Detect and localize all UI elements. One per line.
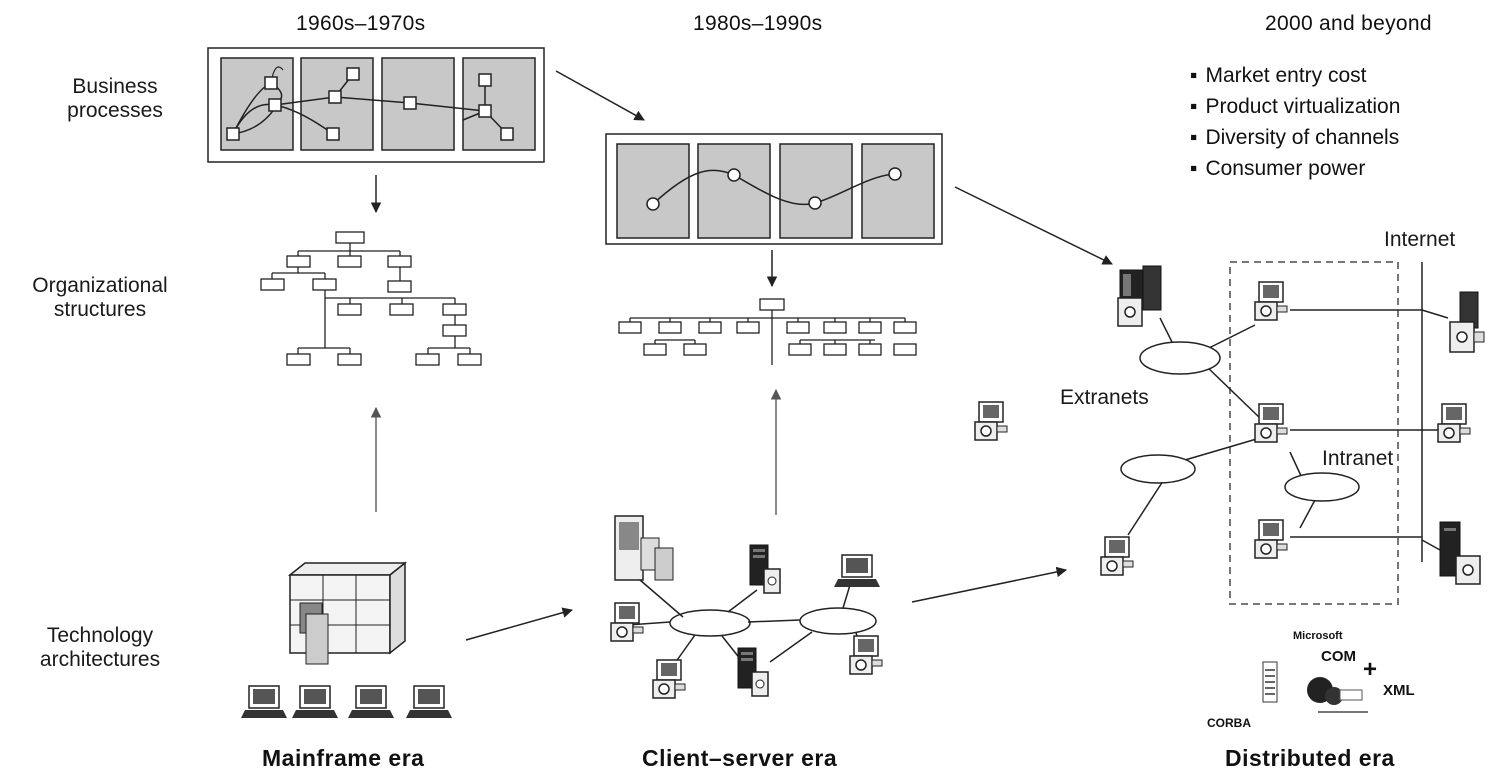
extranets-label: Extranets <box>1060 386 1149 409</box>
row-label-technology-architectures: Technology architectures <box>10 624 190 672</box>
java-logo-icon <box>1262 661 1278 703</box>
driver-item: Consumer power <box>1190 153 1400 184</box>
era-label-mainframe: Mainframe era <box>262 745 425 771</box>
business-process-panel-1980s <box>605 133 943 245</box>
row-label-line: Technology <box>46 624 154 647</box>
microsoft-label: Microsoft <box>1293 630 1343 642</box>
business-process-panel-1960s <box>207 47 545 163</box>
pc-icon <box>1254 403 1288 443</box>
arrow-client-server-to-distributed <box>911 566 1068 603</box>
row-label-organizational-structures: Organizational structures <box>0 274 200 322</box>
internet-workstation <box>1449 291 1485 353</box>
server-icon <box>749 544 781 594</box>
pc-icon <box>974 401 1008 441</box>
internet-server <box>1439 521 1481 585</box>
driver-item: Market entry cost <box>1190 60 1400 91</box>
driver-item: Diversity of channels <box>1190 122 1400 153</box>
pc-icon <box>849 635 883 675</box>
arrow-mainframe-to-client-server <box>465 607 574 641</box>
terminals <box>240 685 453 719</box>
extranet-server <box>1117 265 1162 327</box>
period-label-1960s: 1960s–1970s <box>296 12 426 35</box>
pc-icon <box>1100 536 1134 576</box>
org-chart-flat <box>618 298 917 365</box>
server-icon <box>737 647 769 697</box>
row-label-business-processes: Business processes <box>40 75 190 123</box>
plus-sign: + <box>1363 656 1378 683</box>
row-label-line: Business <box>72 75 158 98</box>
driver-item: Product virtualization <box>1190 91 1400 122</box>
client-server-network <box>627 579 877 671</box>
com-label: COM <box>1321 648 1356 665</box>
internet-label: Internet <box>1384 228 1456 251</box>
pc-icon <box>1254 281 1288 321</box>
distributed-network <box>1120 262 1449 562</box>
period-label-1980s: 1980s–1990s <box>693 12 823 35</box>
enterprise-beans-icon <box>1307 677 1368 713</box>
era-label-client-server: Client–server era <box>642 745 838 771</box>
arrow-process-1980s-to-2000s <box>954 186 1113 265</box>
mainframe-cabinet <box>287 561 408 665</box>
row-label-line: Organizational <box>32 274 168 297</box>
intranet-boundary <box>1229 261 1399 605</box>
client-server-mainframe <box>614 515 674 581</box>
org-chart-hierarchical <box>260 231 482 366</box>
era-label-distributed: Distributed era <box>1225 745 1395 771</box>
laptop-icon <box>833 554 881 588</box>
corba-label: CORBA <box>1207 716 1251 730</box>
xml-label: XML <box>1383 682 1415 699</box>
pc-icon <box>652 659 686 699</box>
pc-icon <box>1437 403 1471 443</box>
pc-icon <box>610 602 644 642</box>
pc-icon <box>1254 519 1288 559</box>
row-label-line: structures <box>53 298 147 321</box>
row-label-line: architectures <box>39 648 161 671</box>
drivers-list: Market entry cost Product virtualization… <box>1190 60 1400 184</box>
row-label-line: processes <box>67 99 163 122</box>
arrow-process-1960s-to-1980s <box>555 70 645 121</box>
intranet-label: Intranet <box>1322 447 1394 470</box>
period-label-2000s: 2000 and beyond <box>1265 12 1432 35</box>
